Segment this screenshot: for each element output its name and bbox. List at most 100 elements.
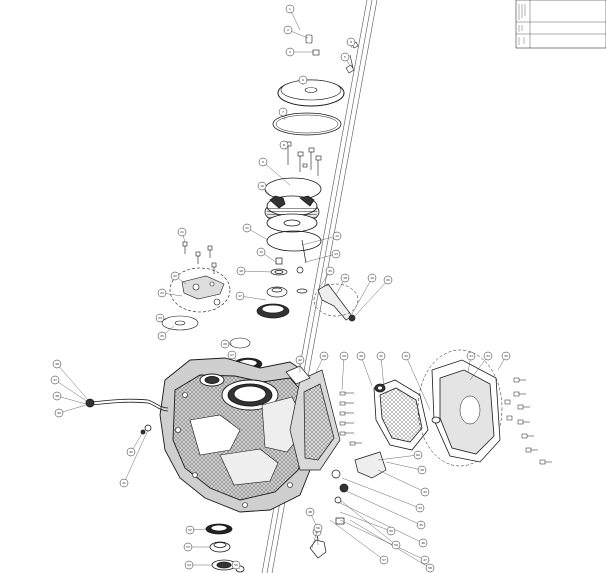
callout-number-58: 58 [428,566,432,570]
callout-leader-46 [337,501,424,544]
callout-number-10: 10 [260,184,264,188]
callout-number-32: 32 [404,354,408,358]
callout-bubble-53 [183,542,193,552]
callout-leader-20 [352,279,389,319]
callout-bubble-43 [420,487,430,497]
callout-number-41: 41 [122,481,126,485]
callout-bubble-25 [157,331,167,341]
callout-number-20: 20 [386,278,390,282]
callout-number-24: 24 [158,316,162,320]
callout-bubble-56 [313,523,323,533]
callout-number-38: 38 [55,394,59,398]
callout-bubble-13 [331,249,341,259]
shift-linkage [331,451,387,525]
callout-bubble-45 [416,520,426,530]
top-fasteners [305,34,359,74]
callout-leader-58 [349,519,431,569]
callout-number-33: 33 [469,354,473,358]
callout-bubble-52 [185,525,195,535]
callout-bubble-6 [298,75,308,85]
callout-number-2: 2 [287,28,289,32]
callout-bubble-20 [383,275,393,285]
callout-number-8: 8 [283,143,285,147]
callout-number-27: 27 [230,353,234,357]
callout-leader-9 [262,161,291,186]
transmission-housing [159,357,321,513]
callout-bubble-60 [413,450,423,460]
callout-leader-45 [343,489,422,526]
callout-leader-38 [56,395,87,405]
callout-bubble-15 [325,266,335,276]
callout-number-48: 48 [308,510,312,514]
callout-leader-37 [54,379,89,403]
oil-filter [373,379,429,451]
callout-number-25: 25 [160,334,164,338]
callout-number-4: 4 [350,40,352,44]
top-cover [272,79,345,136]
callout-number-42: 42 [298,358,302,362]
callout-bubble-8 [279,140,289,150]
callout-bubble-27 [227,350,237,360]
callout-leader-17 [239,295,267,301]
callout-leader-43 [377,469,426,493]
callout-bubble-1 [285,4,295,14]
callout-number-56: 56 [316,526,320,530]
callout-bubble-17 [235,291,245,301]
callout-bubble-22 [170,271,180,281]
callout-bubble-23 [157,288,167,298]
callout-bubble-9 [258,157,268,167]
callout-bubble-35 [501,351,511,361]
callout-number-21: 21 [180,230,184,234]
callout-number-1: 1 [289,7,291,11]
callout-leader-41 [123,429,149,484]
callout-number-31: 31 [379,354,383,358]
callout-number-23: 23 [160,291,164,295]
callout-bubble-44 [415,503,425,513]
callout-bubble-10 [257,181,267,191]
callout-leader-31 [380,355,385,389]
callout-bubble-19 [367,273,377,283]
callout-number-22: 22 [173,274,177,278]
callout-bubble-14 [256,247,266,257]
callout-bubble-26 [220,339,230,349]
callout-number-34: 34 [486,354,490,358]
callout-leader-59 [339,499,397,546]
callout-number-17: 17 [238,294,242,298]
callout-bubble-2 [283,25,293,35]
callout-leader-57 [329,519,385,561]
callout-bubble-39 [54,408,64,418]
small-screws [182,241,217,274]
callout-bubble-38 [52,391,62,401]
callout-number-44: 44 [418,506,422,510]
callout-number-55: 55 [234,563,238,567]
callout-leader-19 [351,277,373,315]
callout-leader-32 [405,355,431,411]
callout-bubble-7 [278,107,288,117]
callout-leader-39 [58,404,87,414]
callout-number-13: 13 [334,252,338,256]
callout-number-28: 28 [322,354,326,358]
bolts-row [285,141,322,176]
callout-number-45: 45 [419,523,423,527]
callout-number-43: 43 [423,490,427,494]
callout-number-14: 14 [259,250,263,254]
callout-leader-30 [360,355,373,387]
callout-number-57: 57 [382,558,386,562]
callout-bubble-59 [391,540,401,550]
callout-number-3: 3 [289,50,291,54]
callout-number-5: 5 [344,55,346,59]
side-cover-plate [161,267,263,371]
callout-leader-29 [341,355,345,391]
callout-bubble-32 [401,351,411,361]
callout-number-18: 18 [343,276,347,280]
callout-leader-34 [469,355,489,381]
callout-leader-44 [341,477,421,509]
valve-body [285,365,341,471]
callout-number-50: 50 [389,529,393,533]
side-bracket [313,283,359,322]
callout-bubble-47 [420,555,430,565]
callout-number-11: 11 [245,226,249,230]
callout-leader-36 [56,363,89,401]
